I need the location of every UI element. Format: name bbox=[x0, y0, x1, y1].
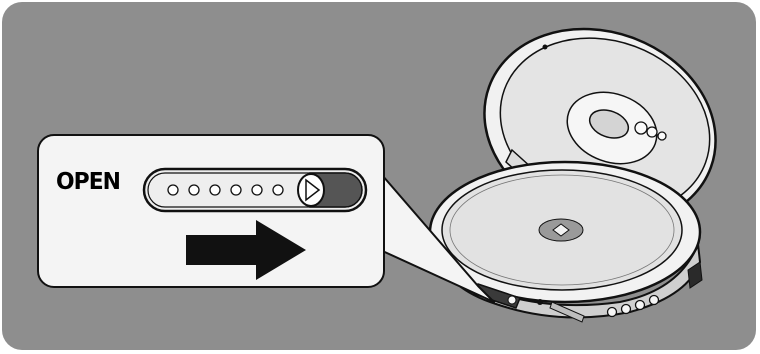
open-slide-switch bbox=[142, 167, 368, 213]
open-label: OPEN bbox=[56, 169, 121, 195]
player-body bbox=[428, 160, 703, 323]
right-arrow-icon bbox=[186, 220, 306, 280]
grip-ridges bbox=[167, 184, 284, 196]
